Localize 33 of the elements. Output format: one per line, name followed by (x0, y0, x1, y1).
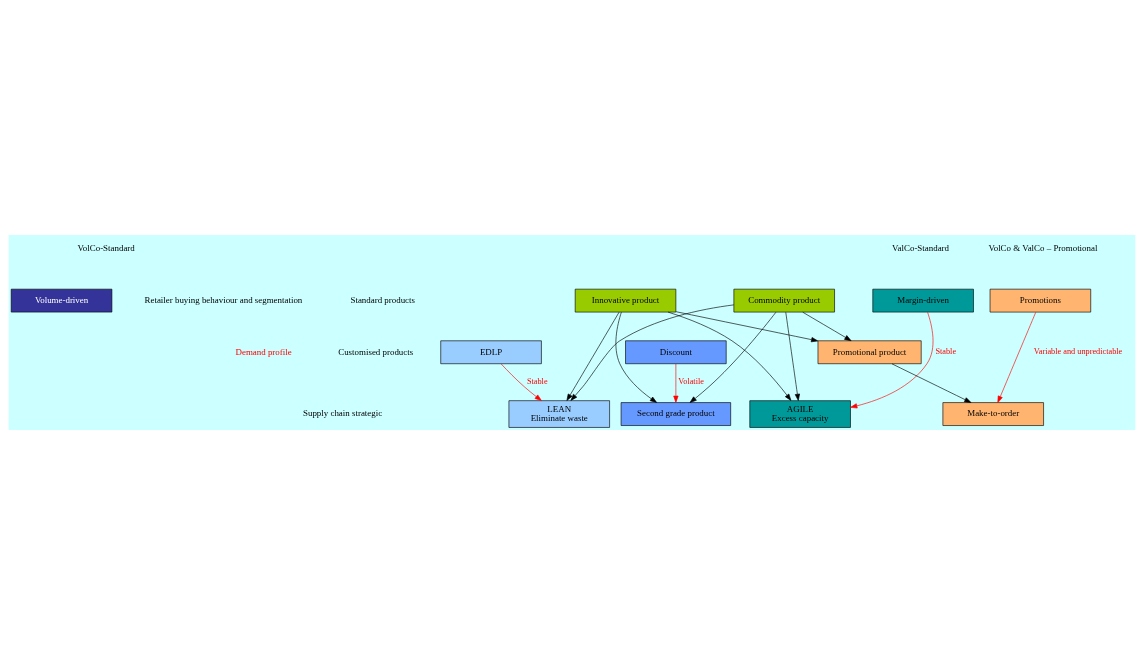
label: Demand profile (235, 346, 292, 357)
arrow (689, 311, 777, 403)
label: VolCo & ValCo – Promotional (988, 242, 1098, 253)
arrow (566, 311, 620, 401)
node-box: Make-to-order (942, 401, 1044, 426)
arrow (802, 311, 852, 341)
node-box: Promotional product (817, 339, 922, 364)
arrow (675, 310, 819, 342)
arrow (500, 363, 542, 401)
arrow (891, 363, 972, 403)
node-box: Promotions (989, 288, 1092, 312)
label: Standard products (350, 294, 416, 305)
node-box: Second grade product (620, 401, 731, 426)
node-box: Margin-driven (872, 288, 974, 312)
arrow (570, 304, 735, 401)
label: ValCo-Standard (892, 242, 950, 253)
label: Customised products (338, 346, 414, 357)
arrow (615, 311, 657, 403)
node-box: AGILE Excess capacity (749, 399, 851, 428)
label: Supply chain strategic (303, 407, 383, 418)
label: Retailer buying behaviour and segmentation (144, 294, 303, 305)
node-box: EDLP (440, 339, 542, 364)
arrow (667, 311, 792, 401)
arrow (673, 363, 679, 403)
arrow (785, 311, 800, 401)
arrow (850, 311, 934, 408)
node-box: Discount (625, 339, 727, 364)
node-box: Commodity product (733, 288, 835, 312)
label: VolCo-Standard (77, 242, 135, 253)
node-box: Innovative product (574, 288, 677, 312)
node-box: LEAN Eliminate waste (508, 399, 610, 428)
node-box: Volume-driven (10, 288, 113, 312)
arrow (997, 311, 1037, 403)
